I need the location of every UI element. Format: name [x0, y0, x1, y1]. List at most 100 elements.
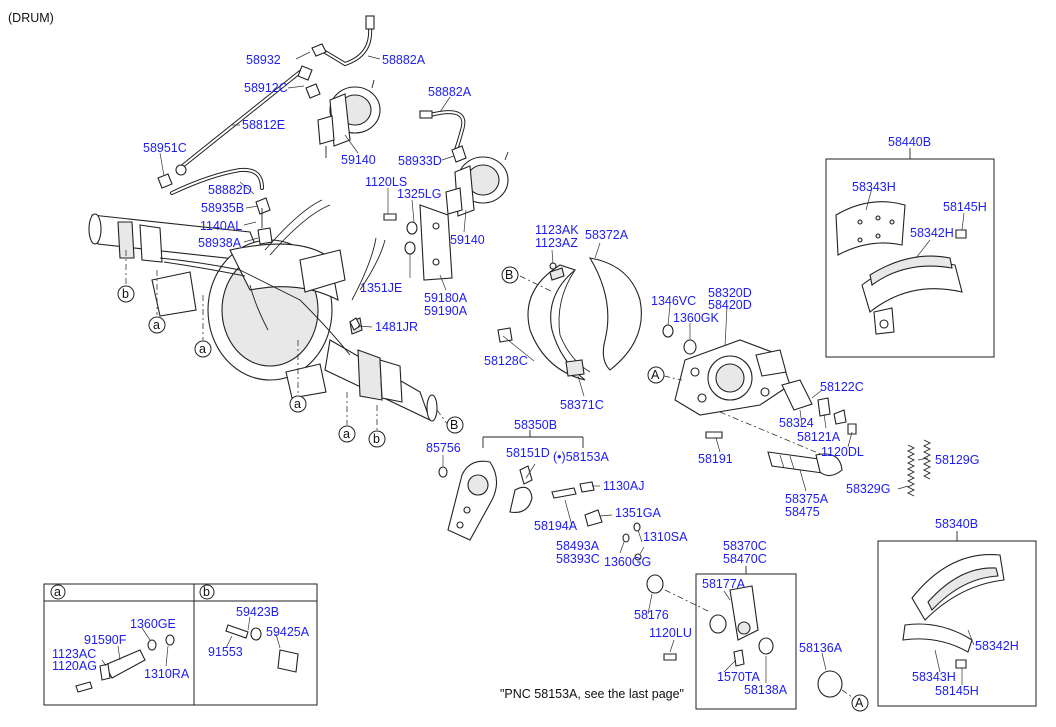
- brake-hose-58882A-2: [419, 110, 466, 154]
- callout-1123AK: 1123AK: [535, 223, 579, 237]
- diagram-title: (DRUM): [8, 11, 54, 25]
- ref-marker-a-2-label: a: [199, 342, 206, 356]
- callout-1123AC: 1123AC: [52, 647, 96, 661]
- ref-marker-a-1-label: a: [153, 318, 160, 332]
- callout-1351JE: 1351JE: [360, 281, 402, 295]
- callout-1360GK: 1360GK: [673, 311, 720, 325]
- callout-58882D: 58882D: [208, 183, 252, 197]
- callout-59425A: 59425A: [266, 625, 310, 639]
- inset-b-box: [193, 583, 318, 706]
- fittings-cluster: [157, 83, 467, 245]
- callout-58324: 58324: [779, 416, 814, 430]
- brake-shoe-assembly-58340B: [902, 553, 1005, 669]
- part-number-callouts: 58932 58882A 58912C 58812E 59140 58882A …: [52, 53, 1019, 698]
- brake-tube-58882D: [170, 167, 264, 195]
- callout-58470C: 58470C: [723, 552, 767, 566]
- callout-58153A: (•)58153A: [553, 450, 609, 464]
- callout-59423B: 59423B: [236, 605, 279, 619]
- dust-shield-58371C: [497, 257, 642, 381]
- callout-1360GG: 1360GG: [604, 555, 651, 569]
- brake-hose-upper: [311, 15, 375, 67]
- callout-58932: 58932: [246, 53, 281, 67]
- callout-1310SA: 1310SA: [643, 530, 688, 544]
- bolt-1120LU: [663, 653, 677, 661]
- callout-58935B: 58935B: [201, 201, 244, 215]
- callout-59140-2: 59140: [450, 233, 485, 247]
- callout-58882A-1: 58882A: [382, 53, 426, 67]
- callout-58145H-1: 58145H: [943, 200, 987, 214]
- callout-58194A: 58194A: [534, 519, 578, 533]
- callout-1130AJ: 1130AJ: [603, 479, 644, 493]
- callout-58938A: 58938A: [198, 236, 242, 250]
- inset-a-parts: [75, 634, 175, 693]
- s-cam-shaft-58375A: [767, 451, 843, 477]
- callout-1120DL: 1120DL: [821, 445, 864, 459]
- ref-marker-A-2-label: A: [855, 696, 864, 710]
- callout-58343H-1: 58343H: [852, 180, 896, 194]
- callout-1360GE: 1360GE: [130, 617, 176, 631]
- callout-58933D: 58933D: [398, 154, 442, 168]
- callout-58420D: 58420D: [708, 298, 752, 312]
- inset-a-marker: [50, 584, 66, 600]
- ref-marker-a-3-label: a: [294, 397, 301, 411]
- leader-lines: [101, 51, 975, 685]
- slack-adjuster-58350B: [447, 460, 498, 541]
- callout-1120LU: 1120LU: [649, 626, 692, 640]
- callout-1346VC: 1346VC: [651, 294, 696, 308]
- callout-58151D: 58151D: [506, 446, 550, 460]
- callout-58176: 58176: [634, 608, 669, 622]
- inset-b-parts: [225, 624, 299, 673]
- return-springs: [906, 439, 932, 497]
- bushing-58136A: [817, 670, 843, 698]
- bushing-58176: [646, 574, 664, 594]
- ref-marker-B-2-label: B: [505, 268, 513, 282]
- inset-a-marker-label: a: [54, 585, 61, 599]
- ref-marker-A-2: [851, 694, 869, 712]
- ref-marker-a-2: [194, 340, 212, 358]
- callout-58343H-2: 58343H: [912, 670, 956, 684]
- callout-58342H-1: 58342H: [910, 226, 954, 240]
- callout-1120AG: 1120AG: [52, 659, 97, 673]
- callout-91553: 91553: [208, 645, 243, 659]
- brake-lining-58343H: [835, 201, 906, 256]
- callout-58342H-2: 58342H: [975, 639, 1019, 653]
- callout-1120LS: 1120LS: [365, 175, 407, 189]
- callout-58951C: 58951C: [143, 141, 187, 155]
- ref-marker-B-1-label: B: [450, 418, 458, 432]
- footnote: "PNC 58153A, see the last page": [500, 687, 684, 701]
- callout-58882A-2: 58882A: [428, 85, 472, 99]
- callout-91590F: 91590F: [84, 633, 127, 647]
- callout-1140AL: 1140AL: [200, 219, 242, 233]
- callout-58912C: 58912C: [244, 81, 288, 95]
- callout-58128C: 58128C: [484, 354, 528, 368]
- ref-marker-b-2: [368, 430, 386, 448]
- callout-59180A: 59180A: [424, 291, 468, 305]
- clevis-parts: [438, 465, 642, 561]
- brake-chamber-2: [445, 151, 509, 217]
- inset-b-marker-label: b: [203, 585, 210, 599]
- callout-1310RA: 1310RA: [144, 667, 190, 681]
- callout-58129G: 58129G: [935, 453, 979, 467]
- brake-spider-58320D: [674, 339, 791, 416]
- callout-58393C: 58393C: [556, 552, 600, 566]
- callout-58340B: 58340B: [935, 517, 978, 531]
- callout-85756: 85756: [426, 441, 461, 455]
- ref-marker-a-4: [338, 425, 356, 443]
- callout-58122C: 58122C: [820, 380, 864, 394]
- ref-marker-a-4-label: a: [343, 427, 350, 441]
- callout-58350B: 58350B: [514, 418, 557, 432]
- callout-1123AZ: 1123AZ: [535, 236, 578, 250]
- ref-marker-b-2-label: b: [373, 432, 380, 446]
- callout-58475: 58475: [785, 505, 820, 519]
- callout-59140-1: 59140: [341, 153, 376, 167]
- callout-58145H-2: 58145H: [935, 684, 979, 698]
- mounting-bracket-59180A: [349, 204, 453, 331]
- ref-marker-A-1: [647, 366, 665, 384]
- callout-58440B: 58440B: [888, 135, 931, 149]
- callout-58121A: 58121A: [797, 430, 841, 444]
- brake-shoe-58342H: [861, 255, 963, 335]
- callout-58372A: 58372A: [585, 228, 629, 242]
- ref-marker-b-1-label: b: [122, 287, 129, 301]
- ref-marker-B-1: [446, 416, 464, 434]
